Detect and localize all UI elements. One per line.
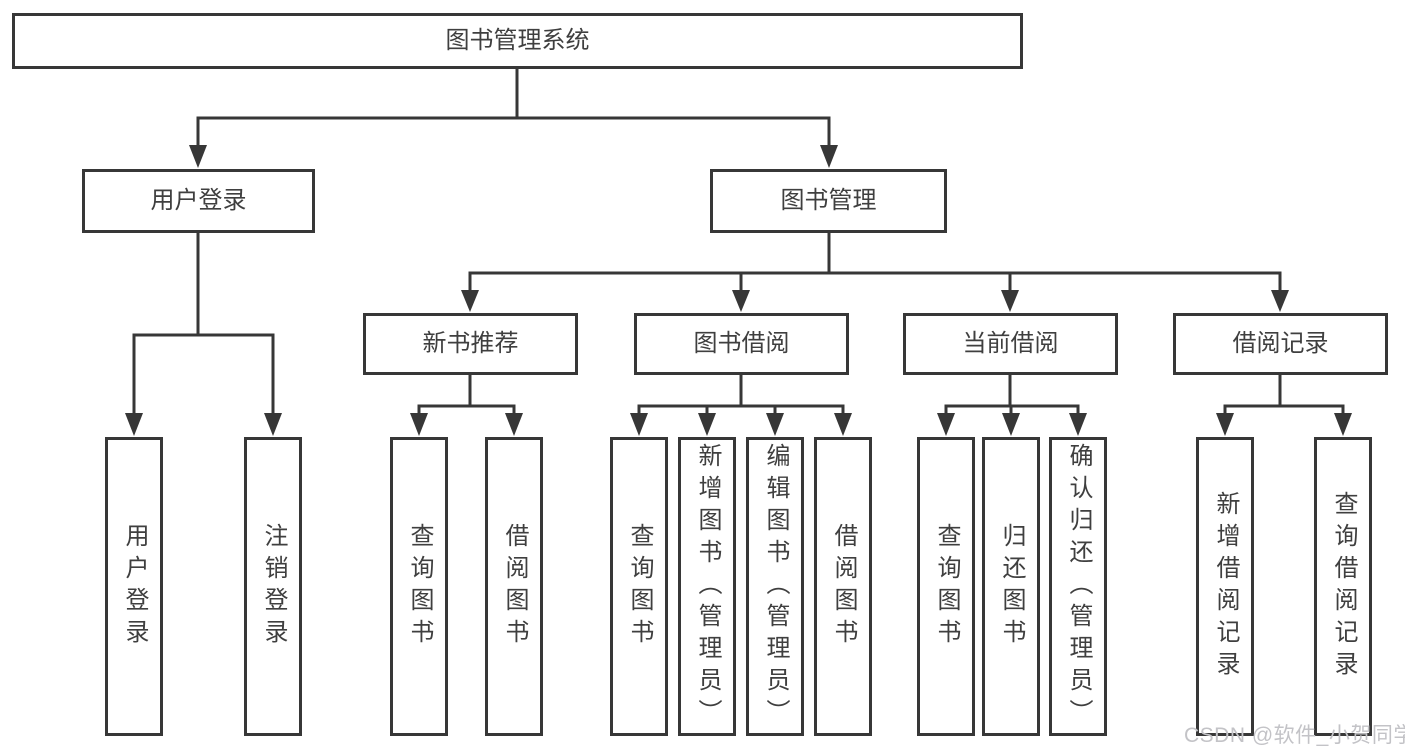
leaf-return-books: 归还图书 bbox=[982, 437, 1040, 736]
leaf-borrow-books-recommend: 借阅图书 bbox=[485, 437, 543, 736]
leaf-confirm-return-admin: 确认归还（管理员） bbox=[1049, 437, 1107, 736]
edges-book-borrow-to-leaves bbox=[630, 373, 852, 436]
node-user-login: 用户登录 bbox=[82, 169, 315, 233]
arrowhead bbox=[766, 413, 784, 436]
leaf-edit-books-admin: 编辑图书（管理员） bbox=[746, 437, 804, 736]
leaf-logout: 注销登录 bbox=[244, 437, 302, 736]
edges-borrow-records-to-leaves bbox=[1216, 373, 1352, 436]
leaf-add-borrow-record: 新增借阅记录 bbox=[1196, 437, 1254, 736]
arrowhead bbox=[461, 290, 479, 312]
arrowhead bbox=[698, 413, 716, 436]
edges-book-management-to-level3 bbox=[461, 231, 1289, 312]
node-borrow-records: 借阅记录 bbox=[1173, 313, 1388, 375]
leaf-add-books-admin: 新增图书（管理员） bbox=[678, 437, 736, 736]
arrowhead bbox=[264, 413, 282, 436]
edges-root-to-level2 bbox=[189, 66, 838, 168]
arrowhead bbox=[834, 413, 852, 436]
node-library-system: 图书管理系统 bbox=[12, 13, 1023, 69]
arrowhead bbox=[1069, 413, 1087, 436]
node-book-borrow: 图书借阅 bbox=[634, 313, 849, 375]
leaf-query-borrow-record: 查询借阅记录 bbox=[1314, 437, 1372, 736]
leaf-user-login: 用户登录 bbox=[105, 437, 163, 736]
arrowhead bbox=[1271, 290, 1289, 312]
edges-user-login-to-leaves bbox=[125, 231, 282, 436]
arrowhead bbox=[1001, 290, 1019, 312]
arrowhead bbox=[630, 413, 648, 436]
leaf-query-books-borrow: 查询图书 bbox=[610, 437, 668, 736]
csdn-watermark: CSDN @软件_小贺同学 bbox=[1184, 724, 1405, 747]
arrowhead bbox=[820, 145, 838, 168]
arrowhead bbox=[505, 413, 523, 436]
leaf-borrow-books: 借阅图书 bbox=[814, 437, 872, 736]
node-book-management: 图书管理 bbox=[710, 169, 947, 233]
arrowhead bbox=[732, 290, 750, 312]
node-current-borrow: 当前借阅 bbox=[903, 313, 1118, 375]
arrowhead bbox=[1002, 413, 1020, 436]
arrowhead bbox=[125, 413, 143, 436]
edges-current-borrow-to-leaves bbox=[937, 373, 1087, 436]
leaf-query-books-current: 查询图书 bbox=[917, 437, 975, 736]
arrowhead bbox=[189, 145, 207, 168]
arrowhead bbox=[937, 413, 955, 436]
arrowhead bbox=[410, 413, 428, 436]
edges-new-book-to-leaves bbox=[410, 373, 523, 436]
arrowhead bbox=[1216, 413, 1234, 436]
arrowhead bbox=[1334, 413, 1352, 436]
leaf-query-books-recommend: 查询图书 bbox=[390, 437, 448, 736]
node-new-book-recommend: 新书推荐 bbox=[363, 313, 578, 375]
